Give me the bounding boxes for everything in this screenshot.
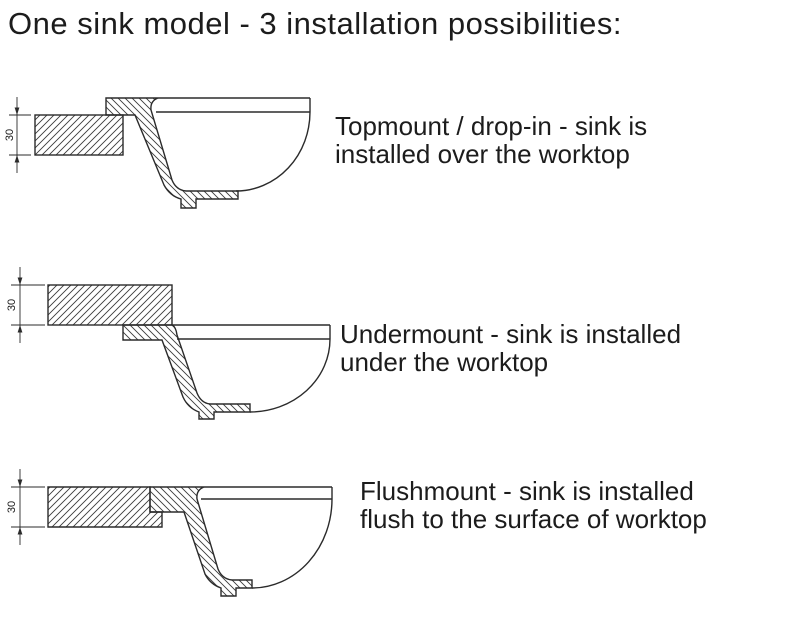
flushmount-cross-section-drawing: 30: [6, 469, 333, 597]
sink-bowl-curve: [249, 338, 331, 413]
flushmount-description: Flushmount - sink is installed flush to …: [360, 477, 707, 533]
section-flushmount: 30 Flushmount - sink is installed flush …: [0, 453, 800, 618]
topmount-description: Topmount / drop-in - sink is installed o…: [335, 112, 647, 168]
dimension-indicator: 30: [4, 97, 31, 173]
description-line-2: flush to the surface of worktop: [360, 504, 707, 535]
dimension-indicator: 30: [6, 267, 45, 343]
dimension-arrow-bottom: [17, 325, 23, 333]
sink-section: [149, 486, 253, 597]
dimension-label: 30: [4, 129, 16, 141]
dimension-extension-lines: [9, 114, 31, 156]
undermount-description: Undermount - sink is installed under the…: [340, 320, 681, 376]
sink-rim-lines: [172, 324, 331, 340]
section-undermount: 30 Undermount - sink is installed under …: [0, 265, 800, 430]
dimension-indicator: 30: [6, 469, 45, 545]
description-line-1: Flushmount - sink is installed: [360, 476, 694, 506]
dimension-label: 30: [6, 501, 18, 513]
dimension-label: 30: [6, 299, 18, 311]
sink-bowl-curve: [251, 498, 333, 589]
sink-bowl-curve: [235, 111, 311, 192]
worktop-section: [47, 284, 173, 326]
undermount-cross-section-drawing: 30: [6, 267, 331, 420]
dimension-arrow-bottom: [14, 155, 20, 163]
page-title: One sink model - 3 installation possibil…: [8, 6, 622, 41]
sink-section: [122, 324, 251, 420]
sink-rim-lines: [201, 486, 333, 500]
dimension-arrow-top: [17, 479, 23, 487]
dimension-extension-lines: [11, 486, 45, 528]
sink-section: [105, 97, 239, 209]
dimension-extension-lines: [11, 284, 45, 326]
description-line-1: Topmount / drop-in - sink is: [335, 111, 648, 141]
topmount-cross-section-drawing: 30: [4, 97, 311, 209]
description-line-2: installed over the worktop: [335, 139, 630, 170]
dimension-arrow-top: [14, 107, 20, 115]
dimension-arrow-top: [17, 277, 23, 285]
worktop-section: [34, 114, 124, 156]
description-line-2: under the worktop: [340, 347, 549, 378]
dimension-arrow-bottom: [17, 527, 23, 535]
sink-rim-lines: [156, 97, 311, 113]
worktop-section: [47, 486, 163, 528]
section-topmount: 30 Topmount / drop-in - sink is installe…: [0, 85, 800, 245]
description-line-1: Undermount - sink is installed: [340, 319, 682, 349]
